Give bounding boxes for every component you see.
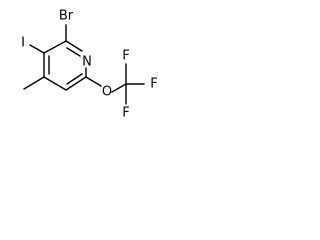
bond-c6-o — [85, 76, 102, 87]
bond-n-c2-inner — [66, 47, 81, 57]
bond-c3-i — [29, 44, 45, 54]
atom-label-o: O — [102, 85, 112, 100]
atom-label-f-right: F — [150, 77, 157, 92]
bond-o-cf3 — [111, 83, 127, 93]
bond-n-c2 — [65, 40, 83, 52]
bond-c2-c3 — [43, 40, 67, 54]
bond-c4-methyl — [23, 76, 45, 90]
atom-label-f-bottom: F — [122, 106, 129, 121]
bond-c4-c5 — [43, 76, 67, 91]
atom-label-i: I — [21, 36, 25, 51]
atom-label-n: N — [82, 55, 92, 70]
atom-label-f-top: F — [122, 49, 129, 64]
bond-c5-c6-inner — [66, 73, 83, 85]
atom-label-br: Br — [59, 9, 74, 24]
chemical-structure-diagram: Br I N O F F F — [21, 9, 158, 121]
bond-c5-c6 — [65, 76, 87, 91]
